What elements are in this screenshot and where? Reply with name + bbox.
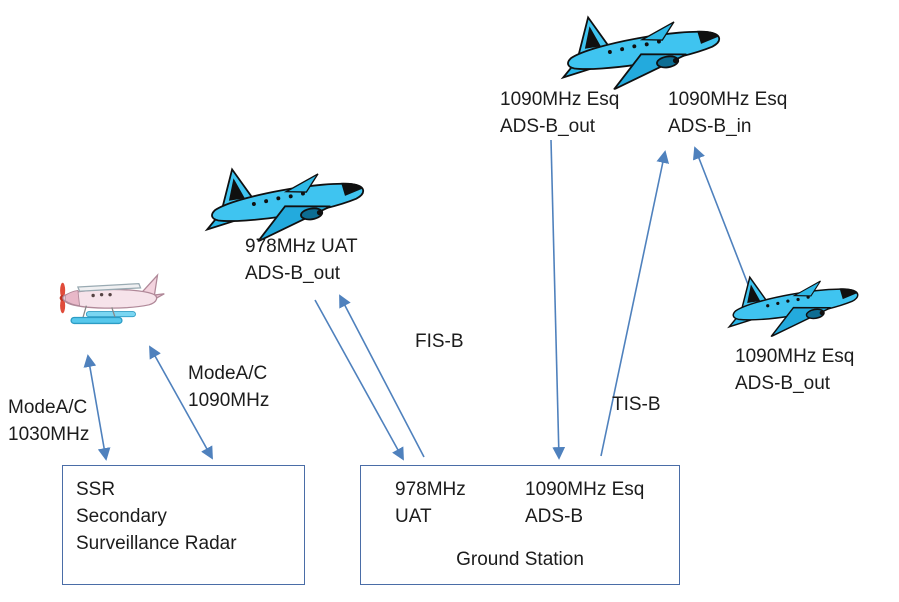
arrow-fisb-up	[339, 294, 425, 458]
jet-airplane-right-icon	[725, 263, 865, 337]
label-978-uat-adsb-out: 978MHz UAT ADS-B_out	[245, 236, 358, 284]
ground-station-title: Ground Station	[456, 549, 584, 570]
arrow-modeac-1030	[83, 354, 111, 461]
ssr-box: SSR Secondary Surveillance Radar	[62, 465, 305, 585]
label-1090-adsb-in: 1090MHz Esq ADS-B_in	[668, 89, 788, 137]
arrow-1090-adsb-out-down	[550, 139, 566, 460]
jet-airplane-top-icon	[558, 0, 728, 90]
label-fisb: FIS-B	[415, 331, 464, 352]
label-modeac-1090: ModeA/C 1090MHz	[188, 363, 270, 411]
ground-station-1090-text: 1090MHz Esq ADS-B	[525, 479, 645, 527]
ssr-box-text: SSR Secondary Surveillance Radar	[76, 479, 237, 554]
label-tisb: TIS-B	[612, 394, 661, 415]
jet-airplane-middle-icon	[202, 152, 372, 242]
seaplane-icon	[50, 265, 182, 337]
arrow-uat-adsb-out-down	[314, 299, 404, 461]
label-1090-adsb-out-right: 1090MHz Esq ADS-B_out	[735, 346, 855, 394]
label-1090-adsb-out-top: 1090MHz Esq ADS-B_out	[500, 89, 620, 137]
label-modeac-1030: ModeA/C 1030MHz	[8, 397, 90, 445]
ground-station-box: 978MHz UAT 1090MHz Esq ADS-B Ground Stat…	[360, 465, 680, 585]
ground-station-uat-text: 978MHz UAT	[395, 479, 466, 527]
